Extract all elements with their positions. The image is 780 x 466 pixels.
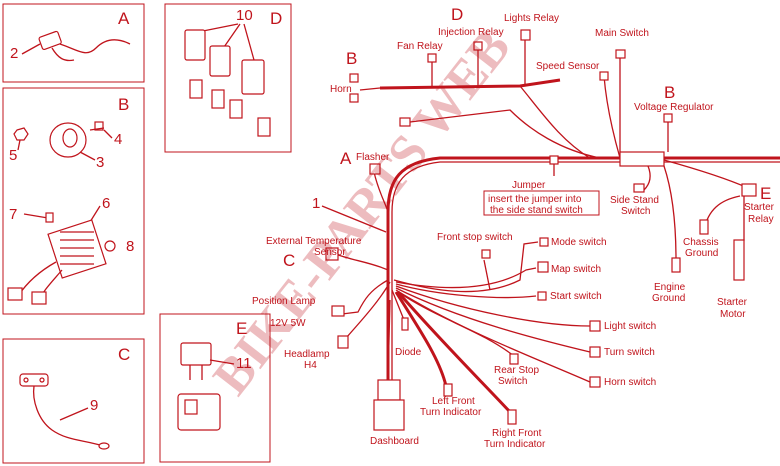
- label-right-front-turn-1: Right Front: [492, 428, 542, 439]
- label-horn-switch: Horn switch: [604, 377, 656, 388]
- horn-icon: [49, 122, 87, 158]
- part-number-6: 6: [102, 195, 110, 212]
- part-number-7: 7: [9, 206, 17, 223]
- part-number-4: 4: [114, 131, 122, 148]
- part-number-2: 2: [10, 45, 18, 62]
- label-mode-switch: Mode switch: [551, 237, 607, 248]
- detail-box-a: A 2: [2, 3, 145, 83]
- label-rear-stop-2: Switch: [498, 376, 527, 387]
- label-rear-stop-1: Rear Stop: [494, 365, 539, 376]
- label-lights-relay: Lights Relay: [504, 13, 559, 24]
- part-number-11: 11: [236, 355, 252, 372]
- label-headlamp-2: H4: [304, 360, 317, 371]
- callout-b-regulator: B: [664, 83, 675, 102]
- box-c-letter: C: [118, 345, 130, 364]
- part-number-10: 10: [236, 7, 253, 24]
- box-d-letter: D: [270, 9, 282, 28]
- label-starter-relay-1: Starter: [744, 202, 775, 213]
- label-dashboard: Dashboard: [370, 436, 419, 447]
- label-jumper: Jumper: [512, 180, 546, 191]
- part-number-9: 9: [90, 397, 98, 414]
- label-chassis-ground-2: Ground: [685, 248, 718, 259]
- part-number-3: 3: [96, 154, 104, 171]
- label-turn-switch: Turn switch: [604, 347, 655, 358]
- jumper-note-box: [483, 190, 600, 216]
- part-number-8: 8: [126, 238, 134, 255]
- callout-b-horn: B: [346, 49, 357, 68]
- label-injection-relay: Injection Relay: [438, 27, 504, 38]
- fuse-holder-icon: [21, 30, 131, 62]
- starter-relay-icon: [177, 342, 221, 431]
- label-light-switch: Light switch: [604, 321, 656, 332]
- label-fan-relay: Fan Relay: [397, 41, 443, 52]
- detail-box-b: B 4 5 3 7 6: [2, 87, 145, 315]
- label-side-stand-2: Switch: [621, 206, 650, 217]
- label-starter-relay-2: Relay: [748, 214, 774, 225]
- label-map-switch: Map switch: [551, 264, 601, 275]
- callout-c-sensor: C: [283, 251, 295, 270]
- box-e-letter: E: [236, 319, 247, 338]
- label-headlamp-1: Headlamp: [284, 349, 330, 360]
- relay-icons: [184, 29, 271, 137]
- nut-icon: [13, 127, 29, 141]
- label-ext-temp-1: External Temperature: [266, 236, 362, 247]
- label-ext-temp-2: Sensor: [314, 247, 346, 258]
- label-left-front-turn-1: Left Front: [432, 396, 475, 407]
- label-side-stand-1: Side Stand: [610, 195, 659, 206]
- label-start-switch: Start switch: [550, 291, 602, 302]
- label-main-switch: Main Switch: [595, 28, 649, 39]
- label-engine-ground-2: Ground: [652, 293, 685, 304]
- bolt-icon: [23, 212, 54, 223]
- part-number-5: 5: [9, 147, 17, 164]
- callout-e-starter: E: [760, 184, 771, 203]
- label-flasher: Flasher: [356, 152, 390, 163]
- label-front-stop-switch: Front stop switch: [437, 232, 513, 243]
- label-diode: Diode: [395, 347, 422, 358]
- box-a-letter: A: [118, 9, 130, 28]
- harness: [335, 38, 780, 414]
- label-right-front-turn-2: Turn Indicator: [484, 439, 546, 450]
- label-left-front-turn-2: Turn Indicator: [420, 407, 482, 418]
- label-starter-motor-2: Motor: [720, 309, 746, 320]
- label-speed-sensor: Speed Sensor: [536, 61, 600, 72]
- callout-a-flasher: A: [340, 149, 352, 168]
- label-starter-motor-1: Starter: [717, 297, 748, 308]
- part-number-1: 1: [312, 195, 320, 212]
- label-position-lamp-2: 12V 5W: [270, 318, 306, 329]
- screw-icon: [89, 121, 105, 131]
- label-voltage-regulator: Voltage Regulator: [634, 102, 714, 113]
- label-position-lamp-1: Position Lamp: [252, 296, 316, 307]
- detail-box-e: E 11: [159, 313, 271, 463]
- label-engine-ground-1: Engine: [654, 282, 686, 293]
- label-jumper-note-2: the side stand switch: [490, 205, 583, 216]
- label-chassis-ground-1: Chassis: [683, 237, 719, 248]
- detail-box-d: D 10: [164, 3, 292, 153]
- speed-sensor-icon: [19, 373, 110, 450]
- regulator-icon: [7, 219, 107, 305]
- label-jumper-note-1: insert the jumper into: [488, 194, 582, 205]
- label-horn: Horn: [330, 84, 352, 95]
- washer-icon: [104, 240, 116, 252]
- connector-icons: [325, 29, 757, 431]
- callout-d-top: D: [451, 5, 463, 24]
- detail-box-c: C 9: [2, 338, 145, 464]
- box-b-letter: B: [118, 95, 129, 114]
